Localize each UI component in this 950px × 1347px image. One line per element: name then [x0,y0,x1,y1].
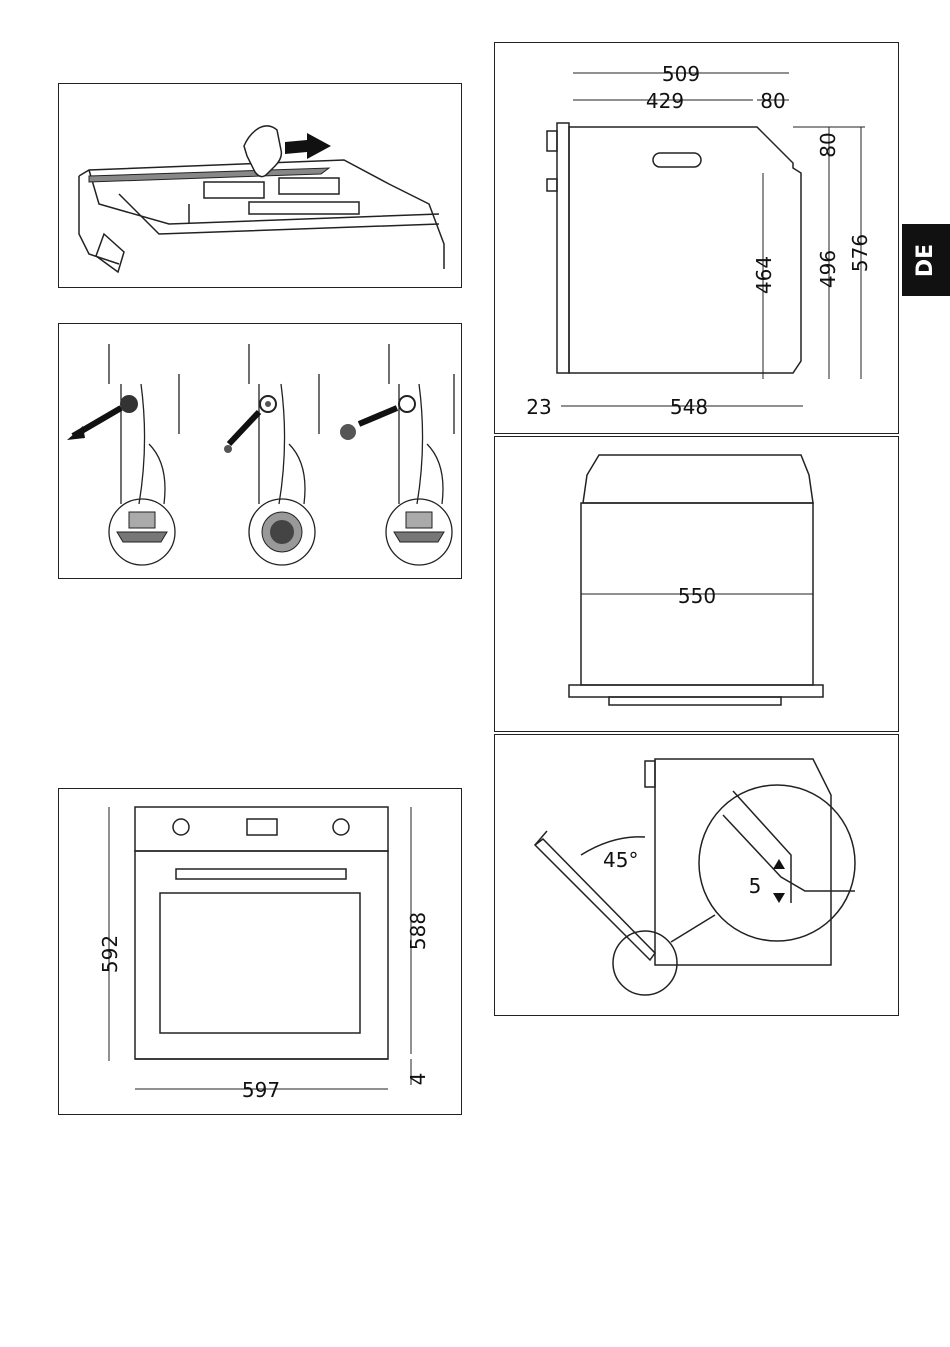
arrow-right-icon [285,133,331,159]
front-height-right-label: 588 [406,912,430,950]
top-view-drawing: 550 [495,437,900,733]
panel-offset-label: 23 [526,395,551,419]
knob [547,131,557,151]
top-width-label: 550 [678,584,716,608]
handle [547,179,557,191]
door-angle-panel: 45° 5 [494,734,899,1016]
front-view-drawing: 592 588 4 597 [59,789,463,1116]
screw-hole-detail-icon [262,512,302,552]
total-depth-label: 509 [662,62,700,86]
hinge-cap-removed-icon [120,395,138,413]
plug-detail-icon [117,512,167,542]
hand-icon [244,126,281,177]
front-height-left-label: 592 [98,935,122,973]
top-view-panel: 550 [494,436,899,732]
hinge-cap-panel [58,323,462,579]
door-angle-label: 45° [603,848,638,872]
language-tab: DE [902,224,950,296]
seal-installation-panel [58,83,462,288]
door-angle-drawing: 45° 5 [495,735,900,1017]
front-width-label: 597 [242,1078,280,1102]
front-step-label: 80 [760,89,785,113]
front-bottom-gap-label: 4 [406,1073,430,1086]
plug-reinserted-detail-icon [394,512,444,542]
mid-height-label: 496 [816,250,840,288]
seal-installation-illustration [59,84,463,289]
hinge-cap-illustration [59,324,463,580]
inner-height-label: 464 [752,256,776,294]
oven-door [135,851,388,1059]
top-step-label: 80 [816,132,840,157]
body-depth-label: 429 [646,89,684,113]
side-view-drawing: 509 429 80 80 464 496 576 23 548 [495,43,900,435]
total-height-label: 576 [848,234,872,272]
base-depth-label: 548 [670,395,708,419]
front-view-panel: 592 588 4 597 [58,788,462,1115]
side-view-panel: 509 429 80 80 464 496 576 23 548 [494,42,899,434]
door-gap-label: 5 [749,874,762,898]
